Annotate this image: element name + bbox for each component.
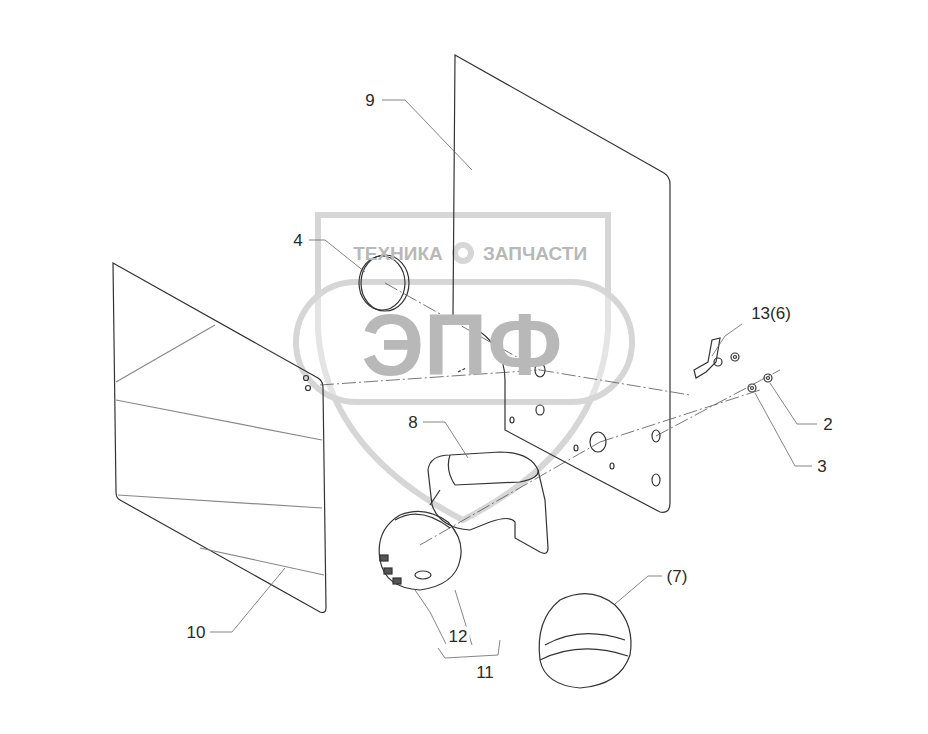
callout-number: 11 [474,663,496,682]
lamp [379,511,461,590]
callout-number: 8 [406,413,419,432]
watermark-shield [296,215,632,520]
side-panel [113,263,326,613]
leader-lines [210,100,817,658]
main-panel [453,55,670,512]
watermark-text: ТЕХНИКА [353,244,443,263]
watermark-logo: ЭПФ [362,301,563,389]
callout-number: 4 [291,231,304,250]
callout-number: 2 [821,415,834,434]
watermark-text: ЗАПЧАСТИ [483,244,587,263]
callout-number: 9 [363,91,376,110]
callout-number: 12 [447,627,470,646]
callout-number: 13(6) [749,304,793,323]
fasteners [694,338,772,392]
callout-number: (7) [665,567,690,586]
lamp-cap [539,594,631,688]
centre-lines [320,283,780,545]
callout-number: 3 [815,457,828,476]
lamp-bracket [428,452,548,553]
callout-number: 10 [185,623,208,642]
